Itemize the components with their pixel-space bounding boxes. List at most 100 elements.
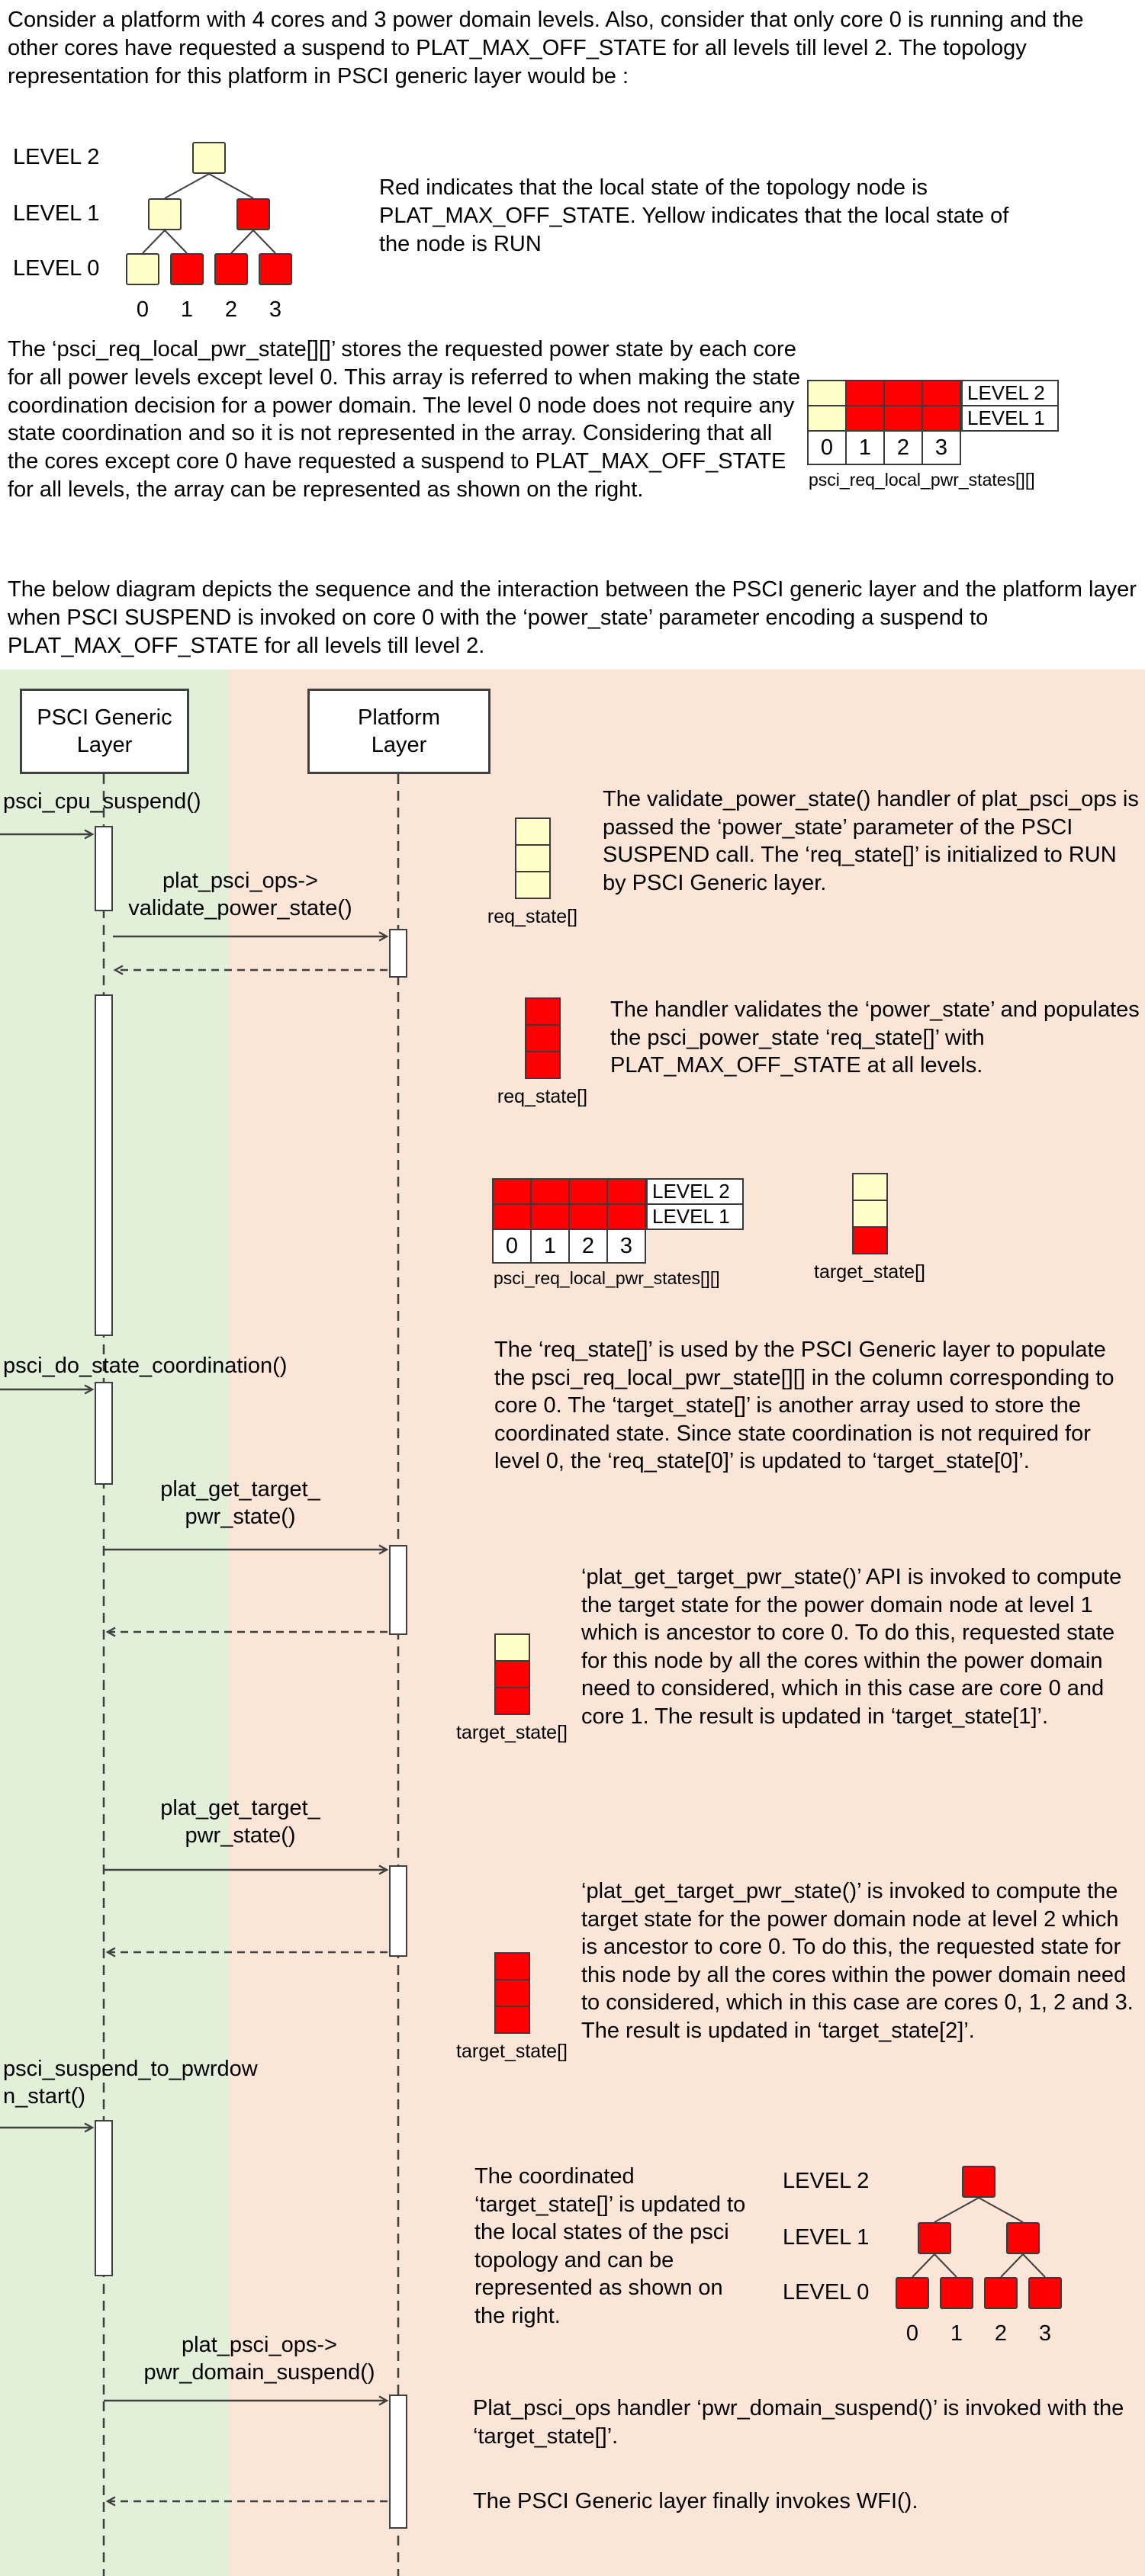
array-label: target_state[] <box>814 1261 925 1283</box>
note-pwr-domain-suspend: Plat_psci_ops handler ‘pwr_domain_suspen… <box>473 2396 1124 2449</box>
message-psci-cpu-suspend: psci_cpu_suspend() <box>3 789 201 814</box>
message-pwr-domain-suspend: plat_psci_ops-> pwr_domain_suspend() <box>143 2333 375 2385</box>
req-cell-red <box>606 1203 646 1230</box>
state-cell-yellow <box>494 1633 530 1662</box>
activation-platform-2 <box>389 1545 407 1635</box>
state-cell-red <box>494 1660 530 1688</box>
tree-node-red <box>214 253 248 285</box>
grid-core-number: 0 <box>807 430 847 465</box>
array-label: target_state[] <box>456 2041 568 2062</box>
state-cell-yellow <box>515 871 551 899</box>
actor-psci-generic-layer: PSCI Generic Layer <box>20 689 189 774</box>
req-cell-yellow <box>807 380 847 406</box>
tree-node-red <box>1028 2277 1062 2309</box>
intro-paragraph-2: The ‘psci_req_local_pwr_state[][]’ store… <box>8 337 801 503</box>
message-do-state-coordination: psci_do_state_coordination() <box>3 1354 288 1378</box>
note-get-target-level2: ‘plat_get_target_pwr_state()’ is invoked… <box>581 1879 1134 2043</box>
tree-node-red <box>896 2277 929 2309</box>
tree-core-number: 0 <box>905 2321 919 2346</box>
grid-caption: psci_req_local_pwr_states[][] <box>494 1268 720 1288</box>
activation-psci-4 <box>95 2120 113 2276</box>
tree-node-red <box>962 2166 995 2198</box>
grid-level-label: LEVEL 1 <box>961 405 1059 432</box>
grid-core-number: 3 <box>921 430 961 465</box>
req-cell-red <box>845 405 885 432</box>
req-cell-red <box>845 380 885 406</box>
activation-psci-3 <box>95 1382 113 1485</box>
grid-core-number: 2 <box>568 1229 608 1264</box>
state-cell-red <box>525 1024 561 1052</box>
tree-node-red <box>918 2222 951 2254</box>
grid-core-number: 1 <box>530 1229 570 1264</box>
req-cell-red <box>530 1178 570 1205</box>
array-label: req_state[] <box>487 906 578 927</box>
state-cell-yellow <box>515 844 551 872</box>
activation-platform-4 <box>389 2395 407 2529</box>
tree-level-label: LEVEL 2 <box>13 145 100 169</box>
grid-core-number: 0 <box>492 1229 532 1264</box>
req-cell-red <box>921 380 961 406</box>
note-wfi: The PSCI Generic layer finally invokes W… <box>473 2489 918 2513</box>
state-cell-red <box>494 1687 530 1715</box>
tree-core-number: 1 <box>180 297 194 322</box>
tree-node-red <box>940 2277 973 2309</box>
req-cell-red <box>492 1178 532 1205</box>
grid-core-number: 1 <box>845 430 885 465</box>
note-validate-power-state: The validate_power_state() handler of pl… <box>603 787 1139 895</box>
req-cell-red <box>883 380 923 406</box>
req-cell-red <box>492 1203 532 1230</box>
tree-level-label: LEVEL 0 <box>783 2280 870 2305</box>
tree-core-number: 2 <box>224 297 238 322</box>
activation-psci-2 <box>95 994 113 1336</box>
intro-paragraph-3: The below diagram depicts the sequence a… <box>8 577 1137 658</box>
array-label: target_state[] <box>456 1722 568 1743</box>
req-cell-red <box>883 405 923 432</box>
tree-color-note: Red indicates that the local state of th… <box>379 175 1009 256</box>
tree-node-red <box>984 2277 1018 2309</box>
tree-node-red <box>1006 2222 1040 2254</box>
state-cell-yellow <box>515 817 551 846</box>
state-cell-yellow <box>852 1173 888 1201</box>
state-cell-red <box>494 2006 530 2034</box>
tree-node-red <box>236 198 270 230</box>
tree-level-label: LEVEL 1 <box>783 2225 870 2250</box>
message-get-target-2: plat_get_target_ pwr_state() <box>160 1796 320 1848</box>
tree-node-yellow <box>192 142 226 174</box>
req-cell-red <box>568 1203 608 1230</box>
note-handler-populates: The handler validates the ‘power_state’ … <box>610 997 1140 1078</box>
grid-core-number: 3 <box>606 1229 646 1264</box>
grid-core-number: 2 <box>883 430 923 465</box>
req-cell-yellow <box>807 405 847 432</box>
req-cell-red <box>921 405 961 432</box>
req-cell-red <box>530 1203 570 1230</box>
tree-node-yellow <box>126 253 159 285</box>
state-cell-red <box>525 1051 561 1079</box>
state-cell-red <box>494 1952 530 1980</box>
tree-connectors <box>142 173 276 254</box>
actor-platform-layer: Platform Layer <box>307 689 490 774</box>
intro-paragraph-1: Consider a platform with 4 cores and 3 p… <box>8 8 1084 88</box>
state-cell-red <box>525 997 561 1026</box>
state-cell-red <box>852 1226 888 1254</box>
array-label: req_state[] <box>497 1086 588 1107</box>
grid-level-label: LEVEL 2 <box>961 380 1059 406</box>
tree-core-number: 3 <box>1038 2321 1052 2346</box>
activation-platform-1 <box>389 929 407 978</box>
message-validate-power-state: plat_psci_ops-> validate_power_state() <box>128 869 352 920</box>
psci-lane-background <box>0 670 229 2576</box>
grid-caption: psci_req_local_pwr_states[][] <box>809 470 1035 490</box>
note-state-coordination: The ‘req_state[]’ is used by the PSCI Ge… <box>494 1338 1114 1474</box>
grid-level-label: LEVEL 2 <box>646 1178 744 1205</box>
activation-platform-3 <box>389 1865 407 1957</box>
state-cell-red <box>494 1979 530 2007</box>
tree-node-red <box>259 253 292 285</box>
tree-node-yellow <box>148 198 182 230</box>
activation-psci-1 <box>95 826 113 911</box>
tree-core-number: 2 <box>994 2321 1008 2346</box>
tree-level-label: LEVEL 2 <box>783 2169 870 2193</box>
note-get-target-level1: ‘plat_get_target_pwr_state()’ API is inv… <box>581 1565 1122 1729</box>
